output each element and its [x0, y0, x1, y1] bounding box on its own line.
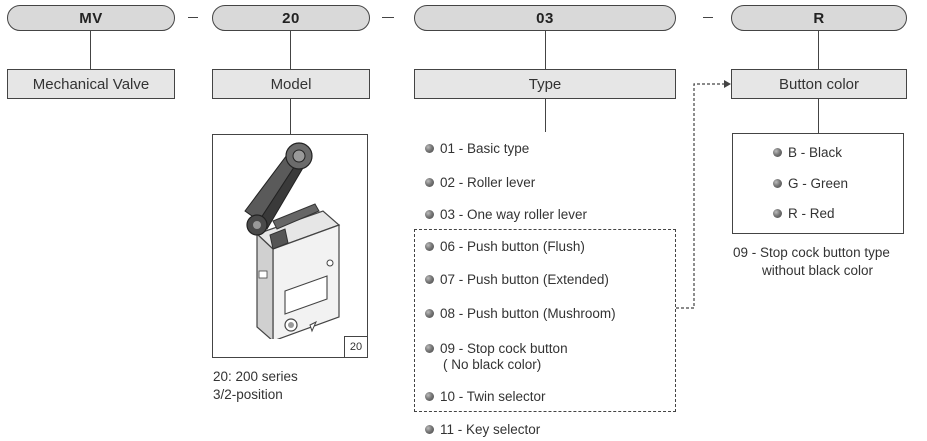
connector-line — [545, 99, 547, 132]
type-item: 09 - Stop cock button — [425, 341, 568, 356]
bullet-icon — [425, 210, 434, 219]
type-item-label: 03 - One way roller lever — [440, 207, 588, 222]
bullet-icon — [425, 178, 434, 187]
model-caption-line1: 20: 200 series — [213, 369, 298, 384]
bullet-icon — [773, 209, 782, 218]
bullet-icon — [425, 275, 434, 284]
model-caption-line2: 3/2-position — [213, 387, 283, 402]
type-item-label: 10 - Twin selector — [440, 389, 546, 404]
model-label: Model — [212, 69, 370, 99]
button-type-group — [414, 229, 676, 412]
type-item-label: 09 - Stop cock button — [440, 341, 568, 356]
separator-dash — [703, 17, 713, 19]
connector-line — [818, 31, 820, 69]
type-item-label: 01 - Basic type — [440, 141, 530, 156]
bullet-icon — [425, 242, 434, 251]
bullet-icon — [425, 344, 434, 353]
color-note-line1: 09 - Stop cock button type — [733, 245, 890, 260]
type-item: 07 - Push button (Extended) — [425, 272, 609, 287]
color-item: B - Black — [773, 145, 842, 160]
color-item: R - Red — [773, 206, 835, 221]
color-item-label: R - Red — [788, 206, 835, 221]
type-item-label: 11 - Key selector — [440, 422, 541, 437]
type-item-sublabel: ( No black color) — [443, 357, 542, 372]
connector-line — [545, 31, 547, 69]
type-item-label: 08 - Push button (Mushroom) — [440, 306, 616, 321]
type-item: 10 - Twin selector — [425, 389, 546, 404]
separator-dash — [382, 17, 394, 19]
connector-line — [290, 31, 292, 69]
bullet-icon — [425, 425, 434, 434]
bullet-icon — [425, 144, 434, 153]
code-color-pill: R — [731, 5, 907, 31]
bullet-icon — [773, 179, 782, 188]
model-image-tag: 20 — [344, 336, 367, 357]
color-options-box — [732, 133, 904, 234]
type-item: 01 - Basic type — [425, 141, 529, 156]
type-label: Type — [414, 69, 676, 99]
type-item: 08 - Push button (Mushroom) — [425, 306, 616, 321]
code-mv-pill: MV — [7, 5, 175, 31]
connector-line — [90, 31, 92, 69]
code-type-pill: 03 — [414, 5, 676, 31]
type-item: 06 - Push button (Flush) — [425, 239, 585, 254]
code-model-pill: 20 — [212, 5, 370, 31]
color-item-label: G - Green — [788, 176, 849, 191]
color-item-label: B - Black — [788, 145, 843, 160]
mechanical-valve-illustration — [244, 142, 341, 339]
type-item-label: 02 - Roller lever — [440, 175, 536, 190]
mechanical-valve-label: Mechanical Valve — [7, 69, 175, 99]
button-color-label: Button color — [731, 69, 907, 99]
type-item-label: 07 - Push button (Extended) — [440, 272, 609, 287]
type-item: 02 - Roller lever — [425, 175, 535, 190]
bullet-icon — [425, 392, 434, 401]
bullet-icon — [773, 148, 782, 157]
separator-dash — [188, 17, 198, 19]
color-note-line2: without black color — [762, 263, 874, 278]
model-image-box: 20 — [212, 134, 368, 358]
color-item: G - Green — [773, 176, 848, 191]
connector-line — [290, 99, 292, 134]
type-item-label: 06 - Push button (Flush) — [440, 239, 585, 254]
type-item: 03 - One way roller lever — [425, 207, 587, 222]
bullet-icon — [425, 309, 434, 318]
type-item: 11 - Key selector — [425, 422, 540, 437]
connector-line — [818, 99, 820, 133]
